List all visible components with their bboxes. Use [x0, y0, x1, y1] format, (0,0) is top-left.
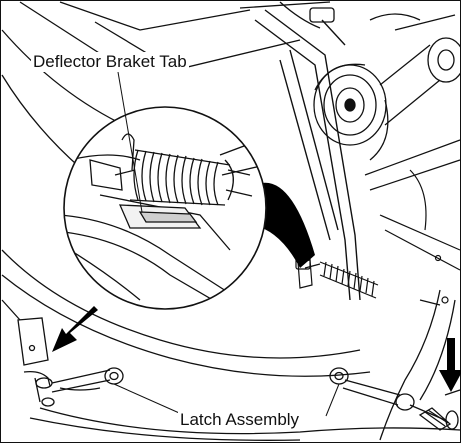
latch-left: [17, 317, 124, 407]
spring-actual: [295, 254, 379, 299]
deflector-bracket: [254, 9, 361, 301]
deck-bottom-edge: [1, 299, 461, 441]
latch-right: [329, 367, 461, 431]
leader-latch-right: [325, 383, 340, 417]
leader-tab: [117, 71, 143, 213]
leader-lines: [113, 71, 340, 417]
frame-rails: [364, 139, 461, 306]
arrow-icon: [52, 306, 461, 392]
latch-assembly-label: Latch Assembly: [178, 410, 302, 430]
arrow-down-icon: [439, 338, 461, 392]
zoom-callout-wedge: [252, 182, 315, 268]
leader-latch-left: [113, 383, 187, 417]
zoom-detail: [63, 106, 267, 310]
deflector-tab-label: Deflector Braket Tab: [31, 52, 189, 72]
arrow-left-icon: [52, 306, 98, 352]
pulley: [309, 7, 461, 161]
